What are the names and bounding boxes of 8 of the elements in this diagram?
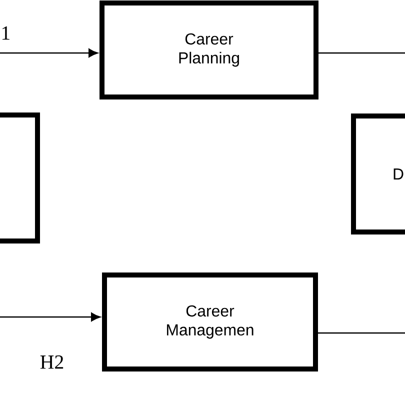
arrow [0, 312, 100, 322]
hypothesis-label: H2 [40, 355, 64, 369]
arrow [0, 48, 98, 58]
hypothesis-label: 1 [2, 26, 10, 40]
process-box: Career Planning [100, 0, 318, 100]
empty-box [0, 112, 40, 244]
process-box: D [351, 114, 405, 234]
process-box: Career Managemen [102, 272, 318, 372]
